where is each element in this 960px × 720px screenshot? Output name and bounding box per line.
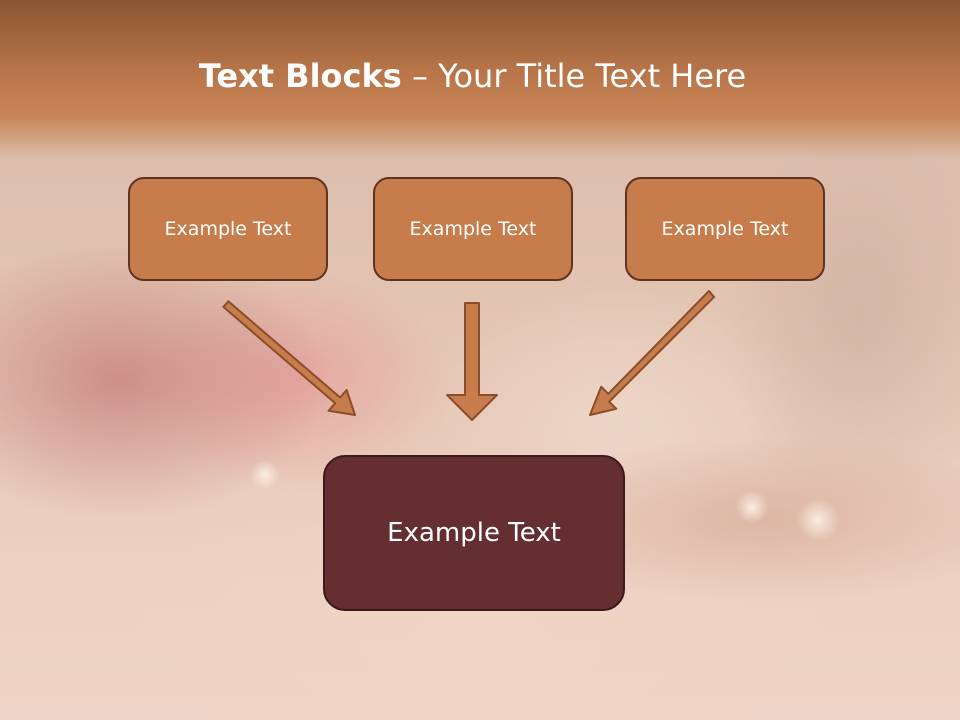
slide-title[interactable]: Text Blocks – Your Title Text Here — [0, 56, 945, 96]
title-strong: Text Blocks — [198, 57, 402, 95]
text-block-2-label: Example Text — [409, 218, 537, 240]
arrow-right — [589, 290, 716, 416]
title-separator: – — [401, 57, 439, 95]
text-block-1[interactable]: Example Text — [128, 177, 328, 281]
center-text-block-label: Example Text — [387, 518, 561, 548]
candle-glow — [735, 490, 769, 524]
arrow-middle — [446, 302, 498, 421]
title-band — [0, 0, 960, 160]
title-rest: Your Title Text Here — [438, 57, 747, 95]
candle-glow — [250, 460, 280, 490]
text-block-3[interactable]: Example Text — [625, 177, 825, 281]
arrow-left — [222, 300, 356, 416]
text-block-2[interactable]: Example Text — [373, 177, 573, 281]
candle-glow — [795, 500, 841, 540]
center-text-block[interactable]: Example Text — [323, 455, 625, 611]
text-block-1-label: Example Text — [164, 218, 292, 240]
text-block-3-label: Example Text — [661, 218, 789, 240]
